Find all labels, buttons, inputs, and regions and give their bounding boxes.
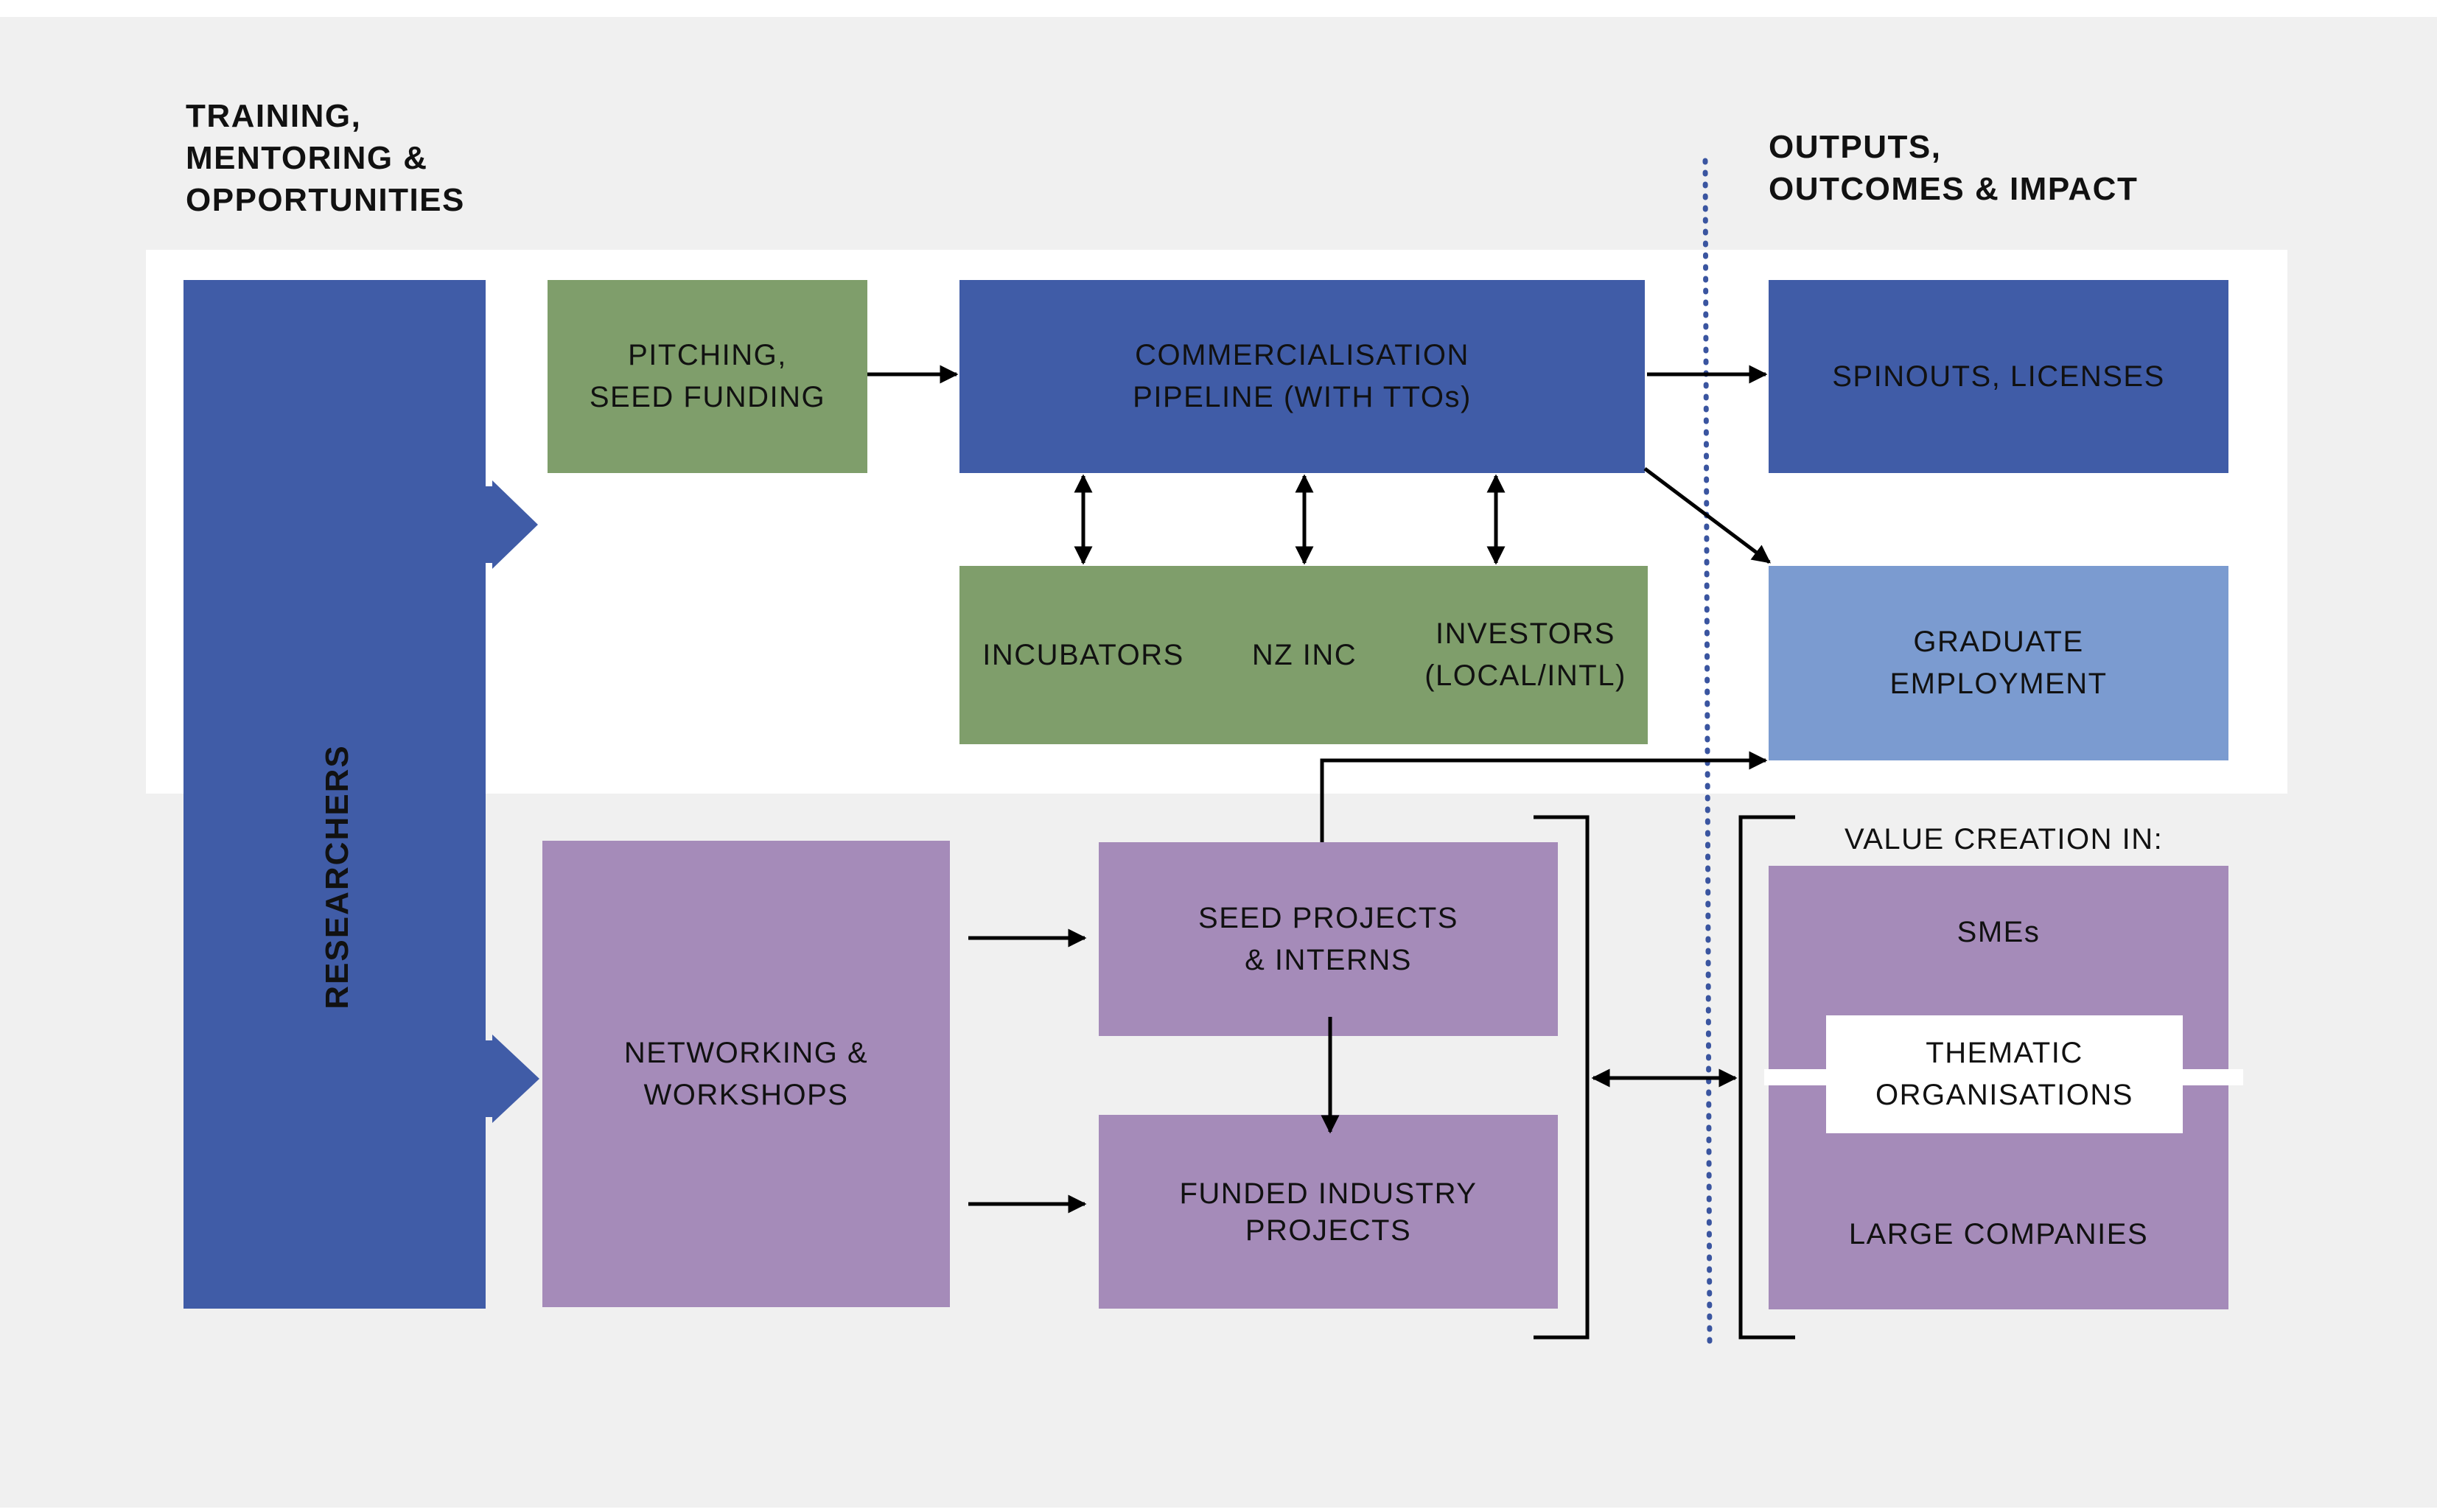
investors-label: INVESTORS bbox=[1436, 617, 1615, 650]
graduate-label: EMPLOYMENT bbox=[1889, 668, 2108, 700]
funded-projects-label: FUNDED INDUSTRY bbox=[1179, 1177, 1478, 1210]
large-companies-box: LARGE COMPANIES bbox=[1769, 1208, 2228, 1260]
seed-projects-label: & INTERNS bbox=[1245, 943, 1412, 976]
smes-label: SMEs bbox=[1957, 915, 2041, 948]
smes-box: SMEs bbox=[1769, 906, 2228, 958]
nz-inc-label: NZ INC bbox=[1251, 638, 1357, 671]
heading-training-line: MENTORING & bbox=[186, 140, 428, 176]
investors-label: (LOCAL/INTL) bbox=[1424, 659, 1626, 692]
graduate-box: GRADUATE EMPLOYMENT bbox=[1769, 566, 2228, 760]
researchers-label: RESEARCHERS bbox=[319, 744, 355, 1009]
pitching-box: PITCHING, SEED FUNDING bbox=[548, 280, 867, 473]
heading-outputs: OUTPUTS, OUTCOMES & IMPACT bbox=[1769, 126, 2138, 210]
spinouts-box: SPINOUTS, LICENSES bbox=[1769, 280, 2228, 473]
heading-outputs-line: OUTCOMES & IMPACT bbox=[1769, 171, 2139, 207]
pitching-label: SEED FUNDING bbox=[589, 381, 826, 413]
networking-label: WORKSHOPS bbox=[643, 1078, 849, 1111]
thematic-label: ORGANISATIONS bbox=[1875, 1079, 2133, 1111]
commercialisation-label: COMMERCIALISATION bbox=[1135, 339, 1469, 371]
nz-inc-box: NZ INC bbox=[1194, 566, 1415, 744]
thematic-label: THEMATIC bbox=[1926, 1037, 2083, 1069]
heading-training: TRAINING, MENTORING & OPPORTUNITIES bbox=[186, 95, 465, 221]
incubators-box: INCUBATORS bbox=[973, 566, 1194, 744]
pitching-label: PITCHING, bbox=[628, 339, 787, 371]
networking-label: NETWORKING & bbox=[623, 1036, 869, 1069]
graduate-label: GRADUATE bbox=[1913, 626, 2084, 658]
thematic-box: THEMATIC ORGANISATIONS bbox=[1826, 1015, 2183, 1133]
seed-projects-box: SEED PROJECTS & INTERNS bbox=[1099, 842, 1558, 1036]
funded-projects-label: PROJECTS bbox=[1245, 1214, 1412, 1247]
commercialisation-box: COMMERCIALISATION PIPELINE (WITH TTOs) bbox=[959, 280, 1645, 473]
heading-training-line: TRAINING, bbox=[186, 98, 362, 134]
spinouts-label: SPINOUTS, LICENSES bbox=[1832, 360, 2165, 393]
commercialisation-label: PIPELINE (WITH TTOs) bbox=[1133, 381, 1472, 413]
investors-box: INVESTORS (LOCAL/INTL) bbox=[1415, 566, 1636, 744]
heading-outputs-line: OUTPUTS, bbox=[1769, 129, 1942, 165]
networking-box: NETWORKING & WORKSHOPS bbox=[542, 841, 950, 1307]
funded-projects-box: FUNDED INDUSTRY PROJECTS bbox=[1099, 1115, 1558, 1309]
researchers-box bbox=[183, 280, 486, 1309]
seed-projects-label: SEED PROJECTS bbox=[1198, 901, 1458, 934]
value-creation-label: VALUE CREATION IN: bbox=[1845, 823, 2164, 855]
partners-box bbox=[959, 566, 1648, 744]
incubators-label: INCUBATORS bbox=[982, 638, 1184, 671]
heading-training-line: OPPORTUNITIES bbox=[186, 182, 465, 218]
large-companies-label: LARGE COMPANIES bbox=[1848, 1217, 2149, 1250]
